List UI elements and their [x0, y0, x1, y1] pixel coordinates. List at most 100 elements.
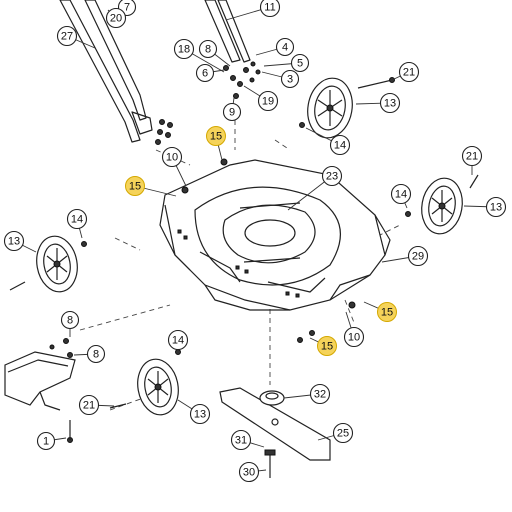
callout-label: 15 [321, 341, 333, 353]
callout-19: 19 [243, 85, 279, 112]
callout-highlight-marker [317, 336, 337, 356]
callout-8: 8 [60, 310, 80, 337]
callout-label: 30 [243, 467, 255, 479]
callout-13: 13 [463, 196, 507, 218]
callout-5: 5 [263, 53, 310, 73]
callout-label: 32 [314, 389, 326, 401]
callout-marker [280, 69, 300, 89]
callout-label: 29 [412, 251, 424, 263]
callout-label: 19 [262, 96, 274, 108]
callout-label: 31 [235, 435, 247, 447]
callout-marker [329, 134, 351, 156]
callout-20: 20 [105, 7, 127, 29]
callout-8: 8 [198, 39, 231, 67]
callout-27: 27 [56, 25, 96, 49]
callout-marker [78, 394, 100, 416]
callout-11: 11 [225, 0, 281, 21]
callout-32: 32 [283, 383, 331, 405]
callout-label: 15 [381, 307, 393, 319]
callout-highlight-marker [377, 302, 397, 322]
blade-adapter [259, 390, 285, 406]
callout-label: 21 [403, 67, 415, 79]
callout-label: 23 [326, 171, 338, 183]
wheel-front-right [421, 177, 463, 235]
callout-label: 20 [110, 13, 122, 25]
callout-15: 15 [125, 176, 177, 197]
callout-label: 14 [395, 189, 407, 201]
callout-marker [189, 403, 211, 425]
callout-14: 14 [66, 208, 88, 239]
callout-21: 21 [78, 394, 115, 416]
callout-marker [198, 39, 218, 59]
bolt-group-left [155, 119, 173, 145]
bolt-group-right [223, 61, 261, 111]
axle-bolts [9, 77, 479, 409]
callout-marker [275, 37, 295, 57]
callout-21: 21 [391, 61, 420, 83]
callout-marker [56, 25, 78, 47]
callout-10: 10 [161, 146, 187, 187]
callout-marker [379, 92, 401, 114]
mower-deck [159, 159, 391, 311]
callout-label: 14 [71, 214, 83, 226]
callout-marker [398, 61, 420, 83]
callout-label: 9 [229, 107, 235, 119]
callout-10: 10 [343, 311, 365, 348]
callout-label: 25 [337, 428, 349, 440]
callout-label: 13 [490, 202, 502, 214]
callout-4: 4 [255, 37, 295, 57]
callout-15: 15 [363, 301, 397, 322]
callout-label: 14 [334, 140, 346, 152]
callout-13: 13 [355, 92, 401, 114]
callout-23: 23 [287, 165, 343, 211]
callout-label: 1 [43, 436, 49, 448]
callout-marker [290, 53, 310, 73]
callout-marker [332, 422, 354, 444]
callout-marker [485, 196, 507, 218]
callout-14: 14 [167, 329, 189, 351]
callout-6: 6 [195, 63, 225, 83]
callout-marker [167, 329, 189, 351]
callout-marker [238, 461, 260, 483]
callout-marker [309, 383, 331, 405]
callout-highlight-marker [206, 126, 226, 146]
callout-label: 14 [172, 335, 184, 347]
callout-marker [259, 0, 281, 18]
callout-marker [343, 326, 365, 348]
callout-label: 18 [178, 44, 190, 56]
callout-label: 15 [129, 181, 141, 193]
blade [219, 387, 331, 461]
callout-highlight-marker [125, 176, 145, 196]
wheel-rear-right [307, 77, 353, 139]
callout-label: 8 [205, 44, 211, 56]
callout-label: 13 [384, 98, 396, 110]
callout-13: 13 [177, 399, 211, 425]
callout-15: 15 [309, 336, 337, 356]
callout-8: 8 [73, 344, 106, 364]
callout-label: 13 [8, 236, 20, 248]
callout-label: 11 [264, 2, 275, 14]
callout-marker [3, 230, 25, 252]
callout-label: 3 [287, 74, 293, 86]
callout-label: 15 [210, 131, 222, 143]
wheel-bottom [137, 358, 179, 416]
callout-marker [407, 245, 429, 267]
callout-marker [230, 429, 252, 451]
callout-label: 27 [61, 31, 73, 43]
discharge-chute [4, 344, 76, 443]
callout-marker [222, 102, 242, 122]
callout-label: 13 [194, 409, 206, 421]
callout-label: 7 [124, 2, 130, 14]
callout-marker [257, 90, 279, 112]
callout-15: 15 [206, 126, 226, 161]
callout-18: 18 [173, 38, 225, 73]
callout-label: 10 [348, 332, 360, 344]
callout-marker [86, 344, 106, 364]
callout-label: 6 [202, 68, 208, 80]
callout-label: 10 [166, 152, 178, 164]
callout-30: 30 [238, 461, 267, 483]
callout-layer: 1345678889101011131313131414141415151515… [3, 0, 507, 483]
callout-marker [173, 38, 195, 60]
blade-bolt [264, 449, 276, 478]
wheel-left [36, 235, 78, 293]
